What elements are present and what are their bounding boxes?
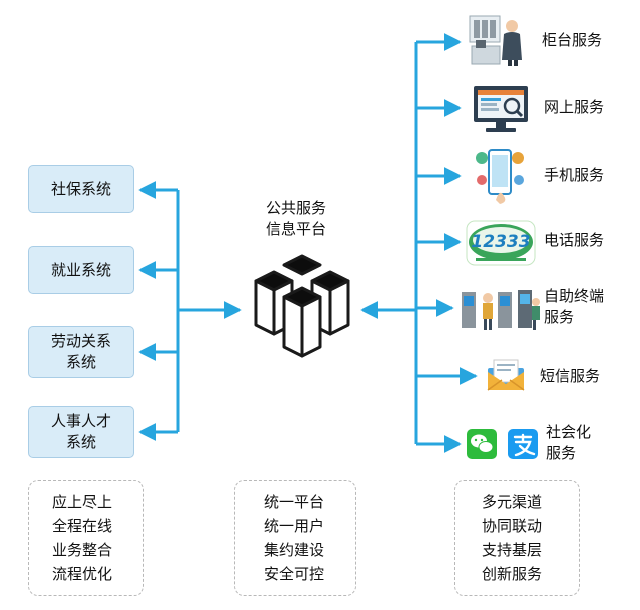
service-label-phone: 电话服务	[544, 231, 605, 249]
note-line: 多元渠道	[482, 493, 543, 511]
platform-title: 公共服务 信息平台	[265, 199, 326, 238]
wechat-alipay-icon	[467, 429, 538, 459]
counter-service-icon	[469, 15, 522, 66]
system-box-laodong: 劳动关系 系统	[28, 326, 134, 378]
note-line: 协同联动	[482, 517, 543, 535]
system-box-shebao: 社保系统	[28, 165, 134, 213]
service-label-kiosk: 自助终端 服务	[544, 287, 605, 326]
service-label-social: 社会化 服务	[546, 423, 592, 462]
note-line: 安全可控	[264, 565, 325, 583]
system-box-renshi: 人事人才 系统	[28, 406, 134, 458]
system-box-label: 社保系统	[50, 179, 111, 198]
service-label-web: 网上服务	[544, 98, 605, 116]
service-label-sms: 短信服务	[540, 367, 601, 385]
system-box-label: 人事人才 系统	[50, 412, 111, 451]
note-line: 统一平台	[264, 493, 325, 511]
note-line: 流程优化	[52, 565, 113, 583]
system-box-label: 就业系统	[50, 260, 111, 279]
note-line: 应上尽上	[52, 493, 113, 511]
note-line: 支持基层	[482, 541, 543, 559]
service-label-mobile: 手机服务	[544, 166, 605, 184]
notes-box-left	[28, 480, 144, 596]
note-line: 全程在线	[52, 517, 113, 535]
note-line: 统一用户	[264, 517, 325, 535]
system-box-jiuye: 就业系统	[28, 246, 134, 294]
note-line: 集约建设	[264, 541, 325, 559]
hotline-12333-icon: 12333	[466, 220, 536, 266]
hotline-number-text: 12333	[471, 232, 530, 252]
cube-cluster-icon	[254, 254, 350, 358]
self-service-kiosk-icon	[462, 290, 540, 330]
note-line: 业务整合	[52, 541, 113, 559]
web-monitor-icon	[474, 86, 528, 132]
notes-box-middle	[234, 480, 356, 596]
mobile-phone-icon	[476, 149, 524, 204]
service-label-counter: 柜台服务	[542, 31, 603, 49]
system-box-label: 劳动关系 系统	[50, 332, 111, 371]
note-line: 创新服务	[482, 565, 543, 583]
sms-envelope-icon	[487, 359, 525, 391]
notes-box-right	[454, 480, 580, 596]
